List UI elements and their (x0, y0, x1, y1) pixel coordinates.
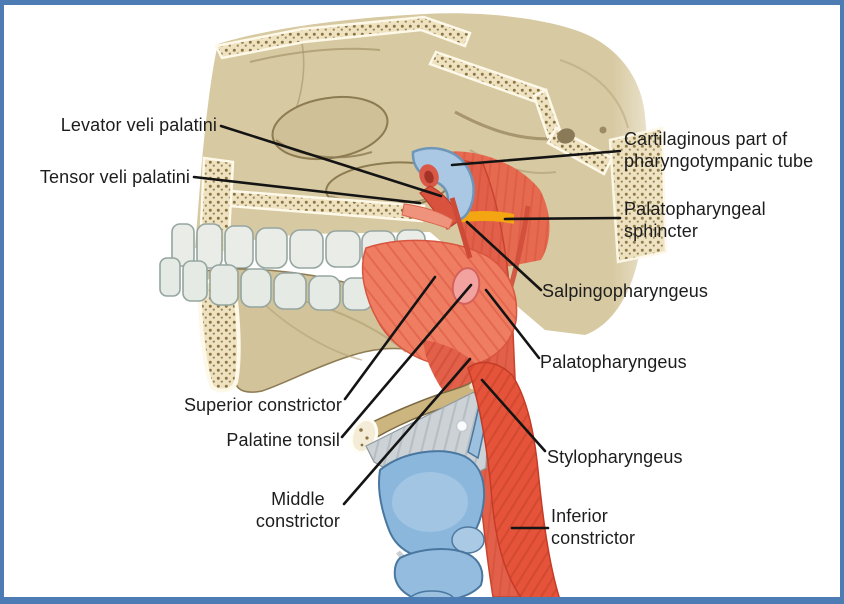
arytenoid-cartilage (451, 526, 485, 554)
palatine-tonsil-shape (451, 267, 481, 305)
leader-levator-veli-palatini (219, 124, 443, 198)
trachea-ring (409, 590, 455, 604)
label-tensor-veli-palatini: Tensor veli palatini (40, 166, 190, 188)
ear-canal (557, 128, 575, 144)
label-text: Palatine tonsil (226, 430, 340, 450)
label-text: sphincter (624, 221, 698, 241)
leader-tensor-veli-palatini (192, 175, 422, 205)
label-salpingopharyngeus: Salpingopharyngeus (542, 280, 708, 302)
larynx (378, 390, 491, 604)
leader-palatopharyngeus (484, 288, 541, 360)
label-text: constrictor (551, 528, 636, 548)
leader-superior-constrictor (343, 275, 437, 401)
label-superior-constrictor: Superior constrictor (184, 394, 342, 416)
label-text: Palatopharyngeus (540, 352, 687, 372)
label-text: Inferior (551, 506, 608, 526)
leader-palatine-tonsil (340, 283, 473, 439)
leader-middle-constrictor (342, 357, 472, 506)
leader-stylopharyngeus (480, 378, 547, 453)
label-text: Superior constrictor (183, 395, 342, 415)
label-text: Palatopharyngeal (624, 199, 766, 219)
label-palatopharyngeal-sphincter: Palatopharyngeal sphincter (624, 198, 766, 242)
salpingopharyngeus-muscle (449, 197, 473, 259)
leader-lines (192, 124, 622, 530)
label-text: Cartilaginous part of (624, 129, 788, 149)
label-inferior-constrictor: Inferior constrictor (551, 505, 635, 549)
superior-constrictor-muscle (361, 239, 518, 368)
membrane-foramen-dot (455, 419, 469, 433)
label-levator-veli-palatini: Levator veli palatini (61, 114, 217, 136)
label-cartilaginous-pharyngotympanic-tube: Cartilaginous part of pharyngotympanic t… (624, 128, 813, 172)
foramen-dot (599, 126, 607, 134)
label-text: Stylopharyngeus (547, 447, 683, 467)
label-text: Tensor veli palatini (39, 167, 190, 187)
label-text: Middle (271, 489, 325, 509)
label-palatopharyngeus: Palatopharyngeus (540, 351, 687, 373)
label-text: Salpingopharyngeus (542, 281, 708, 301)
tensor-veli-palatini-muscle (401, 203, 454, 230)
inferior-constrictor-muscle (467, 361, 562, 601)
label-text: pharyngotympanic tube (624, 151, 814, 171)
leader-salpingopharyngeus (465, 220, 543, 292)
label-stylopharyngeus: Stylopharyngeus (547, 446, 683, 468)
label-palatine-tonsil: Palatine tonsil (226, 429, 340, 451)
leader-cartilaginous-tube (450, 149, 622, 167)
label-text: Levator veli palatini (60, 115, 217, 135)
label-middle-constrictor: Middle constrictor (256, 488, 340, 532)
leader-palatopharyngeal-sphincter (503, 216, 622, 221)
label-text: constrictor (255, 511, 340, 531)
